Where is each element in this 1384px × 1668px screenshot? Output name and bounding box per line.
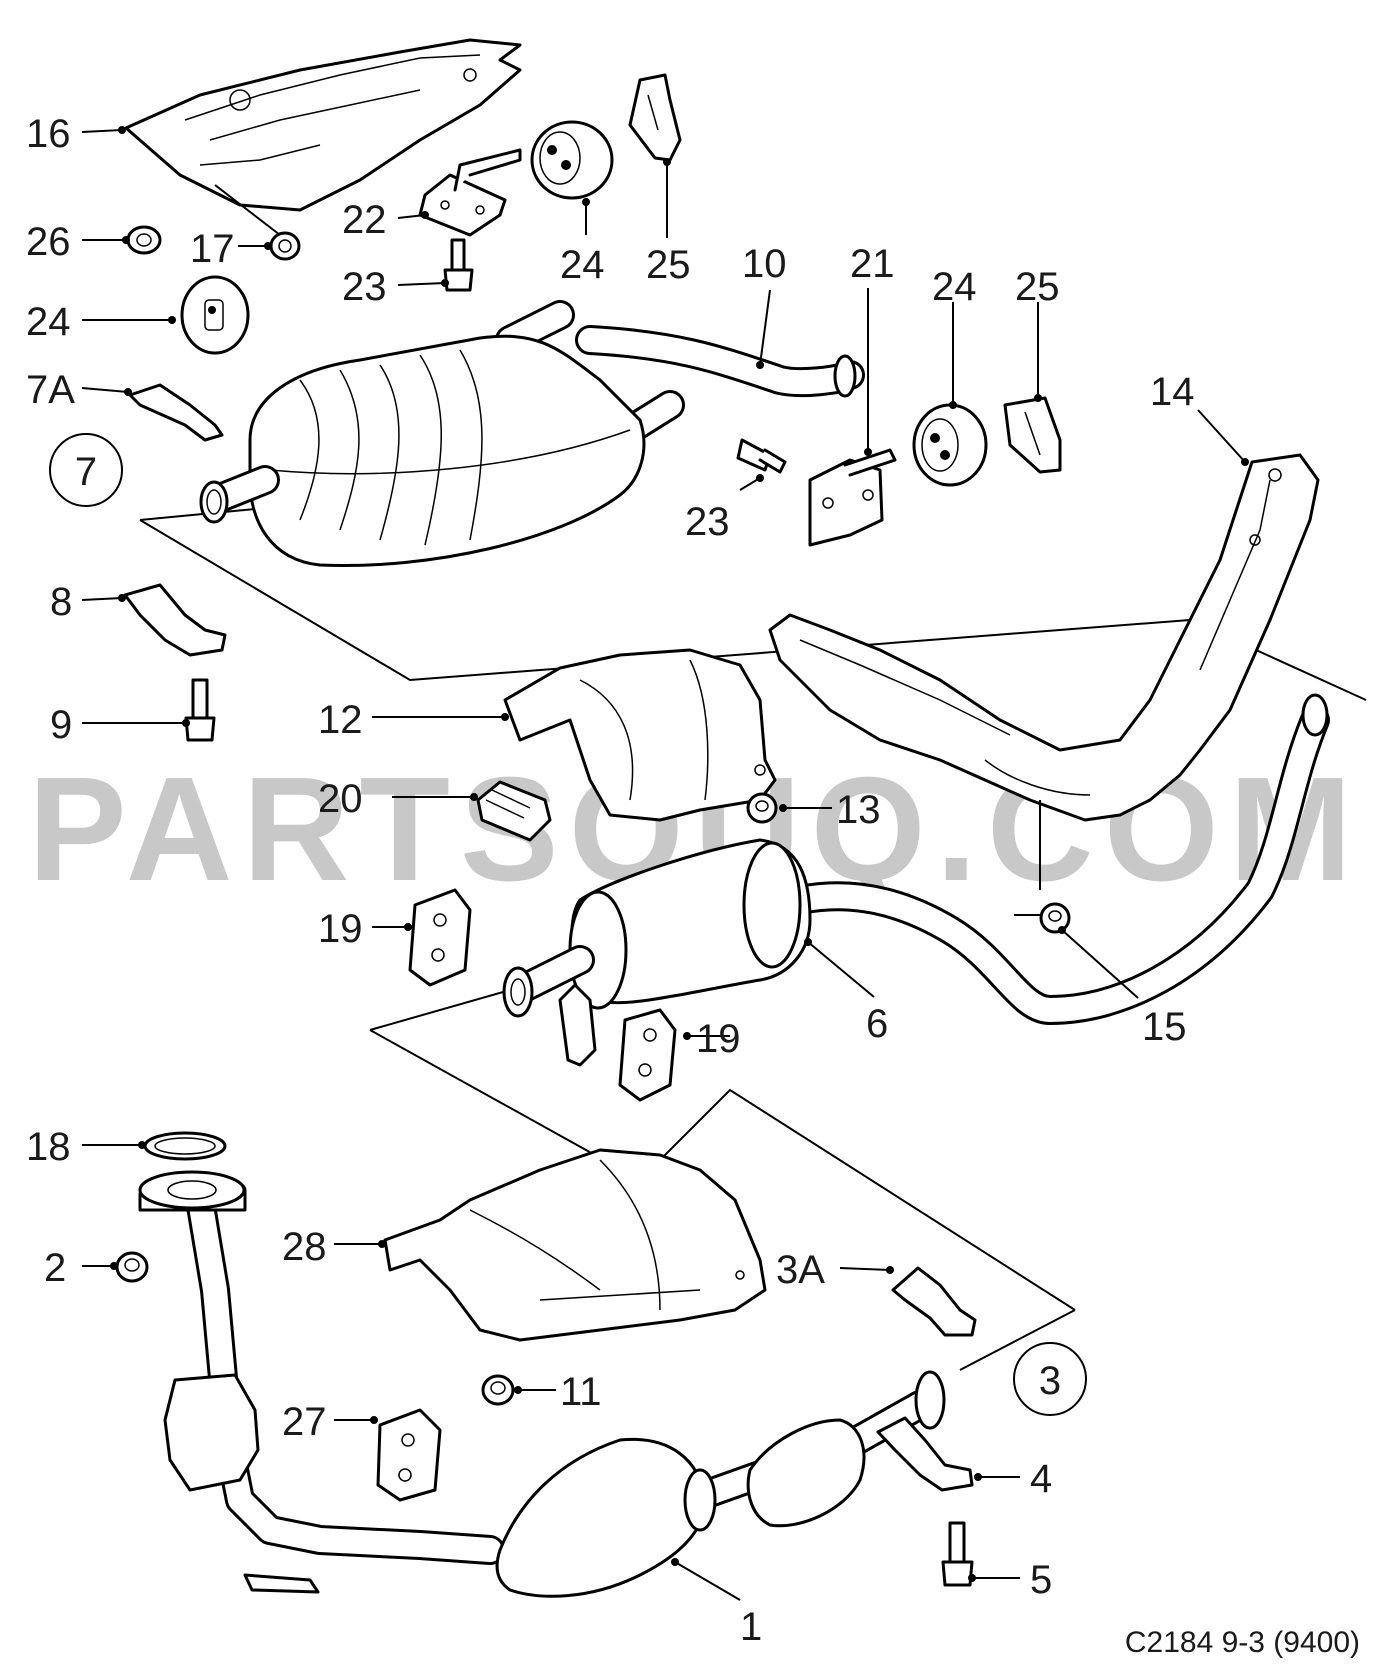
- part-12-heat-shield: [503, 648, 777, 822]
- callout-24: 24: [26, 300, 71, 344]
- callout-8: 8: [50, 580, 72, 624]
- callout-10: 10: [742, 242, 787, 286]
- part-26-nut: [126, 225, 162, 255]
- part-3a-clamp: [891, 1266, 977, 1337]
- part-24-rubber-hanger: [180, 275, 250, 355]
- part-4-clamp: [876, 1416, 974, 1492]
- callout-23: 23: [342, 265, 387, 309]
- callout-24: 24: [932, 265, 977, 309]
- part-25-clip: [1003, 396, 1062, 474]
- callout-7a: 7A: [26, 368, 75, 412]
- callout-5: 5: [1030, 1558, 1052, 1602]
- callout-16: 16: [26, 112, 71, 156]
- callout-2: 2: [44, 1246, 66, 1290]
- part-27-gasket: [376, 1408, 442, 1502]
- leader-lines: [81, 126, 1249, 1601]
- part-19-gasket: [618, 1008, 677, 1102]
- diagram-reference-code: C2184 9-3 (9400): [1125, 1626, 1360, 1659]
- callout-19: 19: [696, 1017, 741, 1061]
- callout-15: 15: [1142, 1005, 1187, 1049]
- callout-6: 6: [866, 1002, 888, 1046]
- part-1-front-pipe-catalytic-converter: [138, 1170, 946, 1598]
- part-10-rear-silencer: [199, 300, 865, 568]
- part-17-nut: [269, 231, 301, 261]
- part-16-heat-shield: [124, 38, 522, 212]
- part-21-bracket: [808, 448, 897, 547]
- callout-11: 11: [560, 1370, 602, 1414]
- part-23-bolt: [443, 238, 474, 292]
- callout-9: 9: [50, 703, 72, 747]
- part-19-gasket: [408, 888, 472, 987]
- part-14-heat-shield: [768, 453, 1320, 822]
- callout-21: 21: [850, 242, 895, 286]
- part-6-middle-silencer: [502, 693, 1330, 1067]
- part-7a-clamp: [128, 383, 224, 442]
- group-marker-7: 7: [49, 433, 123, 507]
- part-15-nut: [1039, 902, 1071, 934]
- group-marker-3: 3: [1013, 1342, 1087, 1416]
- callout-14: 14: [1150, 370, 1195, 414]
- part-24-rubber-hanger: [912, 403, 988, 487]
- callout-4: 4: [1030, 1457, 1052, 1501]
- callout-20: 20: [318, 777, 363, 821]
- part-28-heat-shield: [383, 1148, 767, 1342]
- callout-17: 17: [190, 227, 235, 271]
- callout-19: 19: [318, 907, 363, 951]
- callout-labels: 16 26 17 22 23 24 25 10 21 24 25 14 24 7…: [26, 112, 1195, 1649]
- callout-25: 25: [646, 243, 691, 287]
- part-2-nut: [115, 1251, 149, 1283]
- callout-12: 12: [318, 698, 363, 742]
- part-5-bolt: [941, 1521, 974, 1587]
- callout-1: 1: [740, 1605, 762, 1649]
- part-24-rubber-hanger: [530, 120, 614, 200]
- callout-23: 23: [685, 500, 730, 544]
- callout-13: 13: [836, 788, 881, 832]
- part-25-clip: [628, 73, 682, 162]
- part-11-nut: [481, 1374, 515, 1406]
- part-18-ring-gasket: [143, 1131, 227, 1161]
- part-20-rubber-block: [476, 780, 552, 842]
- callout-26: 26: [26, 220, 71, 264]
- part-9-bolt: [184, 678, 216, 742]
- callout-27: 27: [282, 1400, 327, 1444]
- callout-18: 18: [26, 1125, 71, 1169]
- part-8-clamp: [123, 583, 227, 657]
- callout-22: 22: [342, 198, 387, 242]
- part-22-bracket: [418, 148, 522, 237]
- svg-text:3: 3: [1039, 1359, 1061, 1403]
- callout-3a: 3A: [776, 1248, 825, 1292]
- callout-24: 24: [560, 243, 605, 287]
- svg-text:7: 7: [75, 450, 97, 494]
- callout-28: 28: [282, 1225, 327, 1269]
- part-23-bolt: [736, 438, 787, 474]
- part-13-nut: [746, 792, 778, 824]
- callout-25: 25: [1015, 265, 1060, 309]
